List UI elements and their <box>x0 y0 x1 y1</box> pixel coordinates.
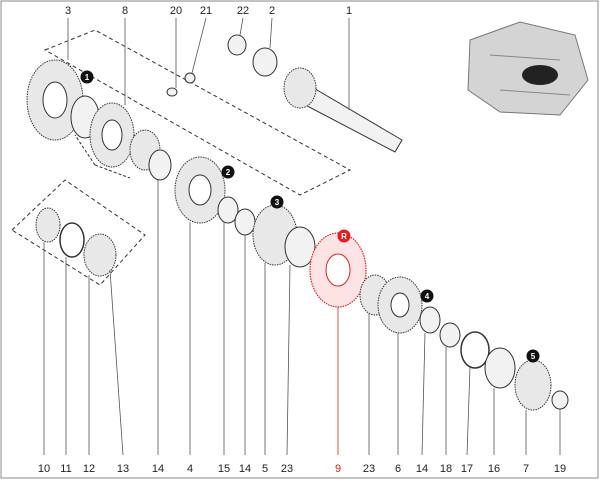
callout-5: 5 <box>262 463 268 475</box>
callouts-bottom: 10 11 12 13 14 4 15 14 5 23 9 23 6 14 18… <box>38 463 566 475</box>
part-22 <box>227 34 247 56</box>
callout-9-highlighted[interactable]: 9 <box>335 463 341 475</box>
callout-20: 20 <box>170 5 182 17</box>
part-15 <box>217 196 239 224</box>
callout-13: 13 <box>117 463 129 475</box>
part-14c <box>419 306 441 334</box>
callout-14: 14 <box>416 463 428 475</box>
part-16 <box>484 347 516 389</box>
badge-5: 5 <box>531 352 536 361</box>
parts <box>26 34 569 411</box>
part-12 <box>83 233 117 277</box>
part-10 <box>35 207 61 243</box>
badge-4: 4 <box>425 292 430 301</box>
callouts-top: 3 8 20 21 22 2 1 <box>65 5 352 17</box>
group-box-synchro <box>11 179 146 286</box>
callout-23: 23 <box>363 463 375 475</box>
part-input-shaft <box>283 67 403 153</box>
callout-19: 19 <box>554 463 566 475</box>
part-23a <box>284 226 316 268</box>
callout-8: 8 <box>122 5 128 17</box>
callout-23: 23 <box>281 463 293 475</box>
callout-7: 7 <box>523 463 529 475</box>
callout-14: 14 <box>239 463 251 475</box>
callout-1: 1 <box>346 5 352 17</box>
badge-2: 2 <box>226 168 231 177</box>
callout-3: 3 <box>65 5 71 17</box>
leader-lines <box>43 17 561 456</box>
part-17 <box>460 331 490 369</box>
callout-15: 15 <box>218 463 230 475</box>
part-19 <box>551 390 569 410</box>
callout-12: 12 <box>83 463 95 475</box>
badge-r-circle <box>337 229 351 243</box>
callout-16: 16 <box>488 463 500 475</box>
callout-22: 22 <box>237 5 249 17</box>
badge-3: 3 <box>275 198 280 207</box>
part-20 <box>166 87 178 97</box>
callout-21: 21 <box>200 5 212 17</box>
badge-3-circle <box>270 195 284 209</box>
part-21 <box>184 72 196 84</box>
gearbox-thumbnail <box>455 15 590 125</box>
part-14a <box>148 149 172 181</box>
dashed-arrows <box>74 134 131 179</box>
part-11 <box>59 222 85 258</box>
callout-4: 4 <box>187 463 193 475</box>
badge-5-circle <box>526 349 540 363</box>
group-box-upper <box>43 29 352 196</box>
badge-1: 1 <box>85 73 90 82</box>
part-14b <box>234 208 256 236</box>
callout-11: 11 <box>60 463 71 475</box>
part-2 <box>252 47 278 77</box>
badge-1-circle <box>80 70 94 84</box>
part-7 <box>514 359 552 411</box>
callout-6: 6 <box>395 463 401 475</box>
callout-18: 18 <box>440 463 452 475</box>
badge-2-circle <box>221 165 235 179</box>
callout-10: 10 <box>38 463 50 475</box>
callout-14: 14 <box>152 463 164 475</box>
badge-r: R <box>341 232 347 241</box>
part-18 <box>439 322 461 348</box>
badge-4-circle <box>420 289 434 303</box>
callout-2: 2 <box>269 5 275 17</box>
badges: 1 2 3 R 4 5 <box>80 70 540 363</box>
callout-17: 17 <box>461 463 473 475</box>
